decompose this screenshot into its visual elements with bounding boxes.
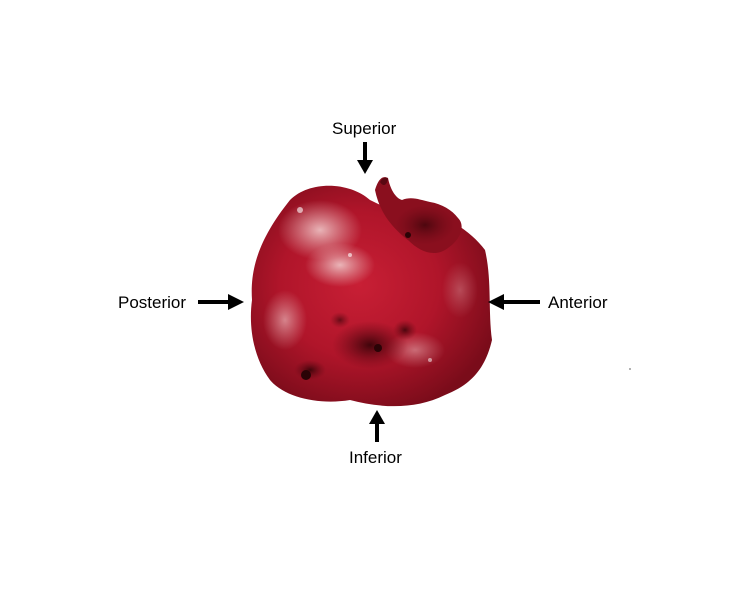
arrow-right-icon [198, 294, 244, 310]
arrow-up-icon [369, 410, 385, 442]
arrow-down-icon [357, 142, 373, 174]
label-superior: Superior [332, 119, 397, 138]
image-speck [629, 368, 631, 370]
label-inferior: Inferior [349, 448, 402, 467]
arrow-left-icon [488, 294, 540, 310]
tissue-specimen [250, 177, 492, 407]
label-anterior: Anterior [548, 293, 608, 312]
label-posterior: Posterior [118, 293, 187, 312]
